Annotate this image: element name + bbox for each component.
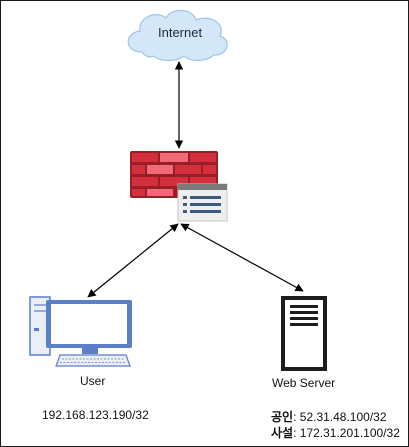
connector-firewall-server xyxy=(180,223,304,292)
server-public-ip-row: 공인: 52.31.48.100/32 xyxy=(271,410,387,424)
server-icon xyxy=(281,296,327,371)
internet-label: Internet xyxy=(158,25,203,40)
private-ip-key: 사설 xyxy=(271,426,294,440)
connector-firewall-user xyxy=(87,223,179,298)
user-ip-address: 192.168.123.190/32 xyxy=(42,408,149,422)
web-server-label: Web Server xyxy=(272,376,336,390)
user-label: User xyxy=(80,374,106,388)
private-ip-value: 172.31.201.100/32 xyxy=(299,426,400,440)
public-ip-value: 52.31.48.100/32 xyxy=(299,410,387,424)
cloud-icon xyxy=(127,9,228,62)
firewall-icon xyxy=(130,151,218,198)
list-document-icon xyxy=(177,183,228,222)
public-ip-key: 공인 xyxy=(271,410,294,424)
desktop-computer-icon xyxy=(29,296,132,367)
server-private-ip-row: 사설: 172.31.201.100/32 xyxy=(271,426,400,440)
